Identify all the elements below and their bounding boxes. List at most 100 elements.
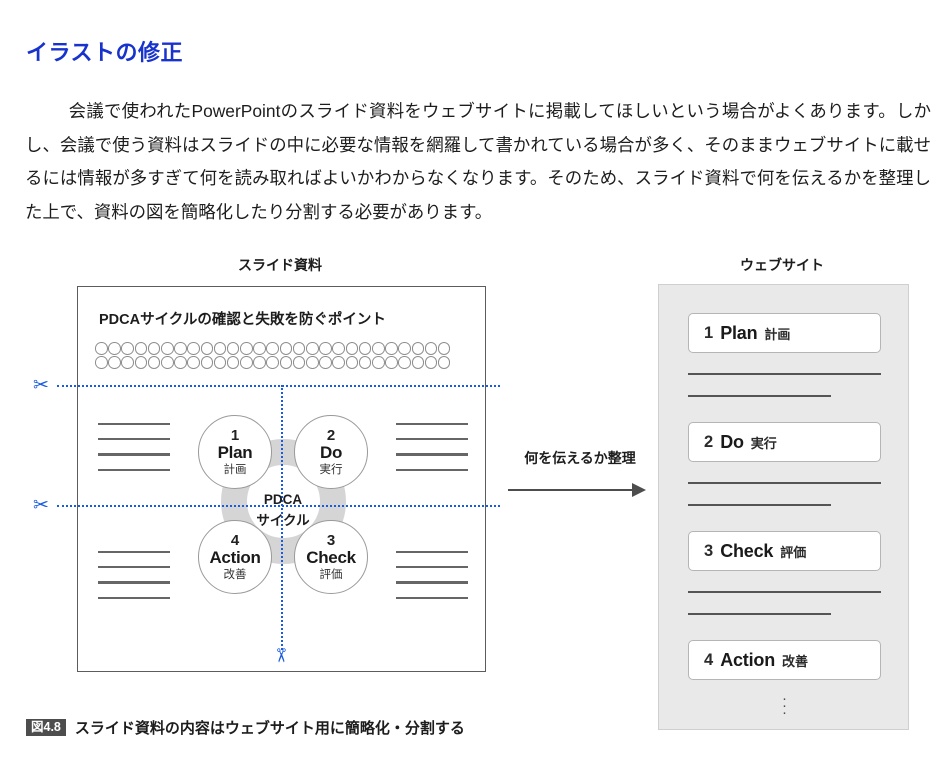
placeholder-circle: [95, 356, 108, 369]
placeholder-circle: [345, 342, 359, 355]
scissors-icon: ✂: [33, 375, 49, 396]
placeholder-line: [396, 551, 468, 554]
placeholder-circle: [358, 342, 372, 355]
placeholder-circle: [371, 356, 385, 369]
web-card-english: Plan: [720, 322, 758, 343]
placeholder-circle: [371, 342, 385, 355]
slide-title: PDCAサイクルの確認と失敗を防ぐポイント: [99, 312, 386, 328]
placeholder-line-group: [98, 551, 170, 612]
web-card-number: 4: [704, 650, 714, 669]
pdca-node-japanese: 計画: [223, 463, 247, 476]
placeholder-line: [98, 566, 170, 569]
placeholder-circle: [332, 342, 345, 355]
slide-panel-caption: スライド資料: [238, 257, 322, 273]
web-card-check: 3 Check 評価: [688, 531, 881, 571]
placeholder-circle: [411, 342, 425, 355]
placeholder-circle: [279, 356, 293, 369]
right-arrow-icon: [506, 483, 654, 497]
placeholder-circle: [266, 342, 280, 355]
pdca-node-do: 2 Do 実行: [294, 415, 368, 489]
placeholder-line: [98, 551, 170, 554]
placeholder-circle: [292, 356, 306, 369]
web-card-number: 1: [704, 323, 714, 342]
placeholder-circle: [398, 356, 411, 369]
placeholder-circle: [187, 356, 200, 369]
placeholder-line: [396, 468, 468, 471]
pdca-node-english: Check: [306, 548, 356, 568]
cut-line-horizontal-bottom: [57, 505, 500, 507]
web-placeholder-lines: [688, 373, 881, 397]
pdca-node-number: 4: [230, 532, 240, 550]
placeholder-circle: [253, 356, 266, 369]
placeholder-line: [98, 581, 170, 584]
placeholder-circle: [121, 356, 134, 369]
pdca-node-english: Do: [319, 443, 343, 463]
placeholder-circle: [95, 342, 108, 355]
web-card-japanese: 計画: [764, 326, 791, 342]
placeholder-line: [98, 596, 170, 599]
placeholder-circle: [345, 356, 359, 369]
placeholder-circle: [174, 356, 187, 369]
placeholder-circle: [147, 356, 161, 369]
pdca-node-number: 1: [230, 427, 240, 445]
placeholder-circle: [424, 356, 438, 369]
placeholder-circle: [398, 342, 411, 355]
placeholder-circle: [319, 342, 332, 355]
body-paragraph: 会議で使われたPowerPointのスライド資料をウェブサイトに掲載してほしいと…: [25, 101, 931, 222]
transform-arrow-block: 何を伝えるか整理: [506, 448, 654, 497]
placeholder-circle-row: [95, 342, 451, 355]
web-card-number: 3: [704, 541, 714, 560]
figure-illustration: スライド資料 ウェブサイト PDCAサイクルの確認と失敗を防ぐポイント 1 Pl…: [0, 240, 952, 740]
placeholder-line: [396, 438, 468, 441]
web-card-japanese: 実行: [750, 435, 777, 451]
web-card-japanese: 評価: [780, 544, 807, 560]
placeholder-line: [396, 453, 468, 456]
pdca-center-label: PDCA サイクル: [198, 489, 368, 531]
web-placeholder-lines: [688, 591, 881, 615]
pdca-node-action: 4 Action 改善: [198, 520, 272, 594]
pdca-node-number: 2: [326, 427, 336, 445]
pdca-node-japanese: 実行: [319, 463, 343, 476]
placeholder-circle: [292, 342, 306, 355]
placeholder-circle: [319, 356, 332, 369]
pdca-node-japanese: 改善: [223, 568, 247, 581]
placeholder-circle: [200, 356, 214, 369]
pdca-center-line2: サイクル: [256, 513, 310, 528]
figure-caption-badge: 図4.8: [26, 718, 66, 737]
placeholder-circle: [358, 356, 372, 369]
figure-caption: 図4.8 スライド資料の内容はウェブサイト用に簡略化・分割する: [26, 717, 465, 738]
pdca-node-plan: 1 Plan 計画: [198, 415, 272, 489]
placeholder-circle: [226, 356, 240, 369]
placeholder-circle: [108, 342, 121, 355]
placeholder-circle: [108, 356, 121, 369]
cut-line-horizontal-top: [57, 385, 500, 387]
web-card-english: Action: [720, 649, 775, 670]
placeholder-line-group: [98, 423, 170, 484]
placeholder-line: [98, 468, 170, 471]
placeholder-line-group: [396, 423, 468, 484]
pdca-node-japanese: 評価: [319, 568, 343, 581]
placeholder-line: [396, 423, 468, 426]
placeholder-circle: [134, 356, 148, 369]
web-card-japanese: 改善: [781, 653, 808, 669]
placeholder-line: [396, 581, 468, 584]
placeholder-circle: [147, 342, 161, 355]
web-card-english: Do: [720, 431, 744, 452]
pdca-node-english: Plan: [217, 443, 253, 463]
pdca-node-number: 3: [326, 532, 336, 550]
placeholder-circle: [306, 356, 319, 369]
placeholder-circle: [424, 342, 438, 355]
placeholder-line: [98, 423, 170, 426]
web-card-do: 2 Do 実行: [688, 422, 881, 462]
placeholder-circle: [411, 356, 425, 369]
web-card-number: 2: [704, 432, 714, 451]
placeholder-circle: [437, 356, 451, 369]
web-placeholder-lines: [688, 482, 881, 506]
placeholder-circle: [332, 356, 345, 369]
vertical-ellipsis-icon: ···: [782, 690, 787, 721]
placeholder-circle: [187, 342, 200, 355]
placeholder-circle: [279, 342, 293, 355]
pdca-node-check: 3 Check 評価: [294, 520, 368, 594]
pdca-center-line1: PDCA: [263, 492, 303, 507]
scissors-icon: ✂: [269, 647, 291, 664]
